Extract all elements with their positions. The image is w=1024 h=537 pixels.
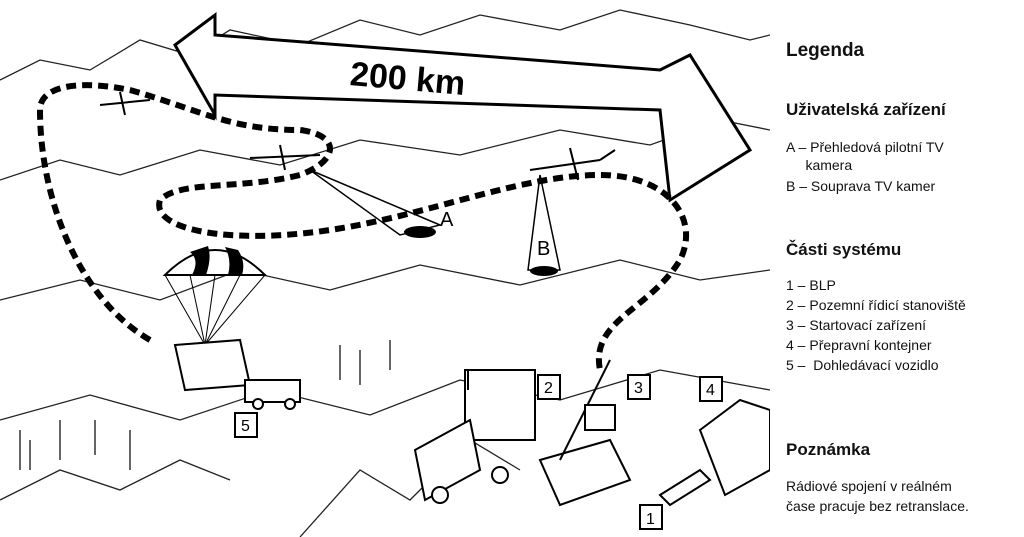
transport-container — [658, 398, 770, 507]
legend-panel: Legenda Uživatelská zařízení A – Přehled… — [786, 0, 1024, 537]
system-part-item-2: 2 – Pozemní řídicí stanoviště — [786, 297, 966, 313]
flight-path — [36, 82, 689, 371]
ground-label-box-5: 5 — [234, 412, 258, 438]
parachute — [162, 246, 268, 392]
uav-aircraft-2 — [249, 144, 321, 171]
camera-cone-b: B — [527, 174, 561, 276]
legend-title: Legenda — [786, 40, 865, 61]
search-vehicle — [244, 379, 301, 410]
ground-label-3: 3 — [634, 380, 643, 397]
control-station-truck — [413, 369, 536, 504]
trees — [19, 340, 391, 470]
launcher-vehicle — [538, 359, 632, 507]
ground-label-1: 1 — [646, 511, 655, 528]
ground-label-box-3: 3 — [627, 374, 651, 400]
system-part-item-5: 5 – Dohledávací vozidlo — [786, 357, 939, 373]
ground-label-5: 5 — [241, 418, 250, 435]
camera-cone-a: A — [309, 169, 454, 238]
user-device-item-a: A – Přehledová pilotní TV kamera — [786, 139, 944, 173]
uav-aircraft-3 — [529, 147, 616, 181]
user-device-item-b: B – Souprava TV kamer — [786, 178, 936, 194]
system-part-item-1: 1 – BLP — [786, 277, 836, 293]
system-parts-heading: Části systému — [786, 240, 902, 259]
note-line-2: čase pracuje bez retranslace. — [786, 498, 969, 514]
uav-aircraft-1 — [99, 91, 151, 116]
aircraft-label-a: A — [440, 209, 454, 231]
ground-label-4: 4 — [706, 382, 715, 399]
user-devices-heading: Uživatelská zařízení — [786, 100, 946, 119]
note-heading: Poznámka — [786, 440, 871, 459]
terrain — [0, 9, 770, 537]
ground-label-2: 2 — [544, 380, 553, 397]
ground-label-box-4: 4 — [699, 376, 723, 402]
note-line-1: Rádiové spojení v reálném — [786, 478, 952, 494]
uav-system-illustration: 200 km A B — [0, 9, 770, 537]
system-part-item-3: 3 – Startovací zařízení — [786, 317, 927, 333]
distance-arrow: 200 km — [173, 12, 753, 203]
system-part-item-4: 4 – Přepravní kontejner — [786, 337, 932, 353]
ground-label-box-2: 2 — [537, 374, 561, 400]
ground-label-box-1: 1 — [639, 504, 663, 530]
aircraft-label-b: B — [537, 238, 550, 260]
